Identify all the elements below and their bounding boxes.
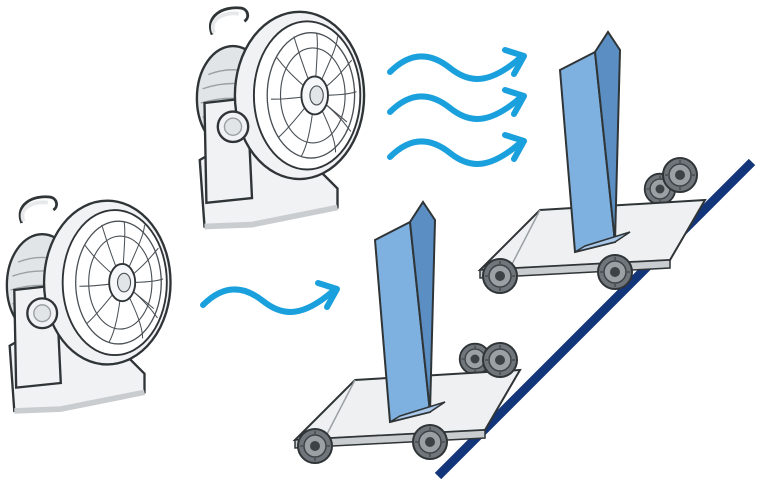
wheel-icon: [662, 157, 698, 193]
track-rail: [434, 158, 756, 479]
wind-arrow-weak: [200, 280, 340, 315]
cart-bottom: [295, 202, 520, 463]
wind-arrows-strong: [387, 47, 527, 167]
fan-icon-top: [197, 8, 364, 227]
fan-icon-bottom: [7, 197, 171, 411]
wheel-icon: [482, 342, 518, 378]
